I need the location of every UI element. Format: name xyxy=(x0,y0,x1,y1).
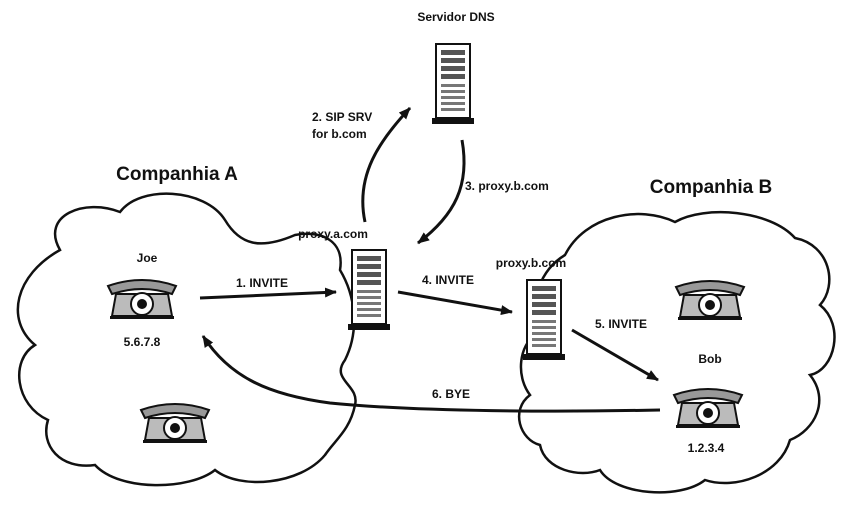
dns-server-label: Servidor DNS xyxy=(417,10,494,24)
step-4-label: 4. INVITE xyxy=(422,273,474,287)
step-1-label: 1. INVITE xyxy=(236,276,288,290)
arrow-invite-4 xyxy=(397,290,513,316)
step-2-label-line-1: 2. SIP SRV xyxy=(312,110,372,124)
proxy-a-server-icon xyxy=(347,249,391,331)
company-b-label: Companhia B xyxy=(650,177,772,198)
arrow-invite-1 xyxy=(199,287,337,300)
cloud-company-b xyxy=(518,211,836,494)
company-a-phone-icon xyxy=(140,403,210,444)
arrow-dns-response xyxy=(417,139,466,245)
step-2-label-line-2: for b.com xyxy=(312,127,367,141)
arrow-sip-srv-query xyxy=(361,106,412,223)
company-b-phone-icon xyxy=(675,280,745,321)
proxy-a-label: proxy.a.com xyxy=(298,227,368,241)
arrow-bye xyxy=(201,335,661,413)
step-3-label: 3. proxy.b.com xyxy=(465,179,549,193)
company-a-label: Companhia A xyxy=(116,164,238,185)
bob-ip: 1.2.3.4 xyxy=(688,441,725,455)
bob-phone-icon xyxy=(673,388,743,429)
proxy-b-server-icon xyxy=(522,279,566,361)
joe-phone-icon xyxy=(107,279,177,320)
joe-name: Joe xyxy=(137,251,158,265)
proxy-b-label: proxy.b.com xyxy=(496,256,566,270)
arrow-invite-5 xyxy=(571,328,659,382)
dns-server-icon xyxy=(431,43,475,125)
step-5-label: 5. INVITE xyxy=(595,317,647,331)
bob-name: Bob xyxy=(698,352,721,366)
joe-ip: 5.6.7.8 xyxy=(124,335,161,349)
step-6-label: 6. BYE xyxy=(432,387,470,401)
